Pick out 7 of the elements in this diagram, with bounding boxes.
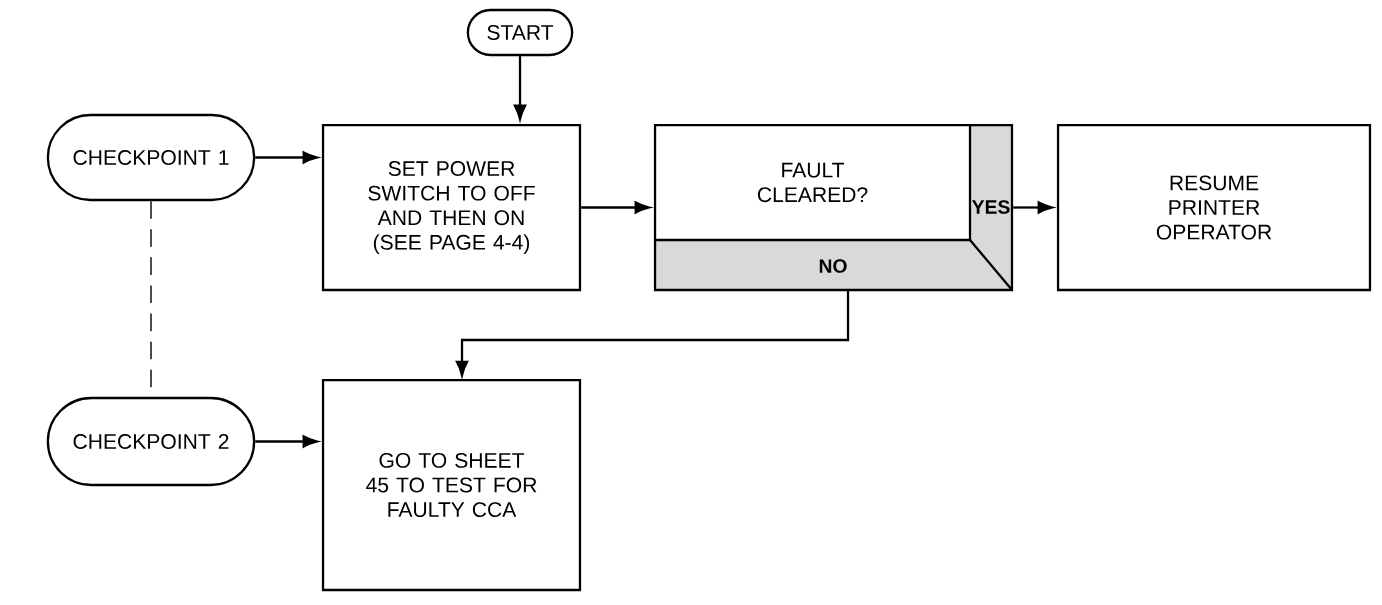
process-box: GO TO SHEET 45 TO TEST FOR FAULTY CCA <box>321 378 582 592</box>
arrow <box>513 56 527 121</box>
edge-label: NO <box>819 259 847 273</box>
arrow <box>455 290 850 377</box>
process-box: RESUME PRINTER OPERATOR <box>1056 123 1372 292</box>
process-box: SET POWER SWITCH TO OFF AND THEN ON (SEE PAGE 4-4) <box>321 123 582 292</box>
edge-label: YES <box>972 200 1010 214</box>
